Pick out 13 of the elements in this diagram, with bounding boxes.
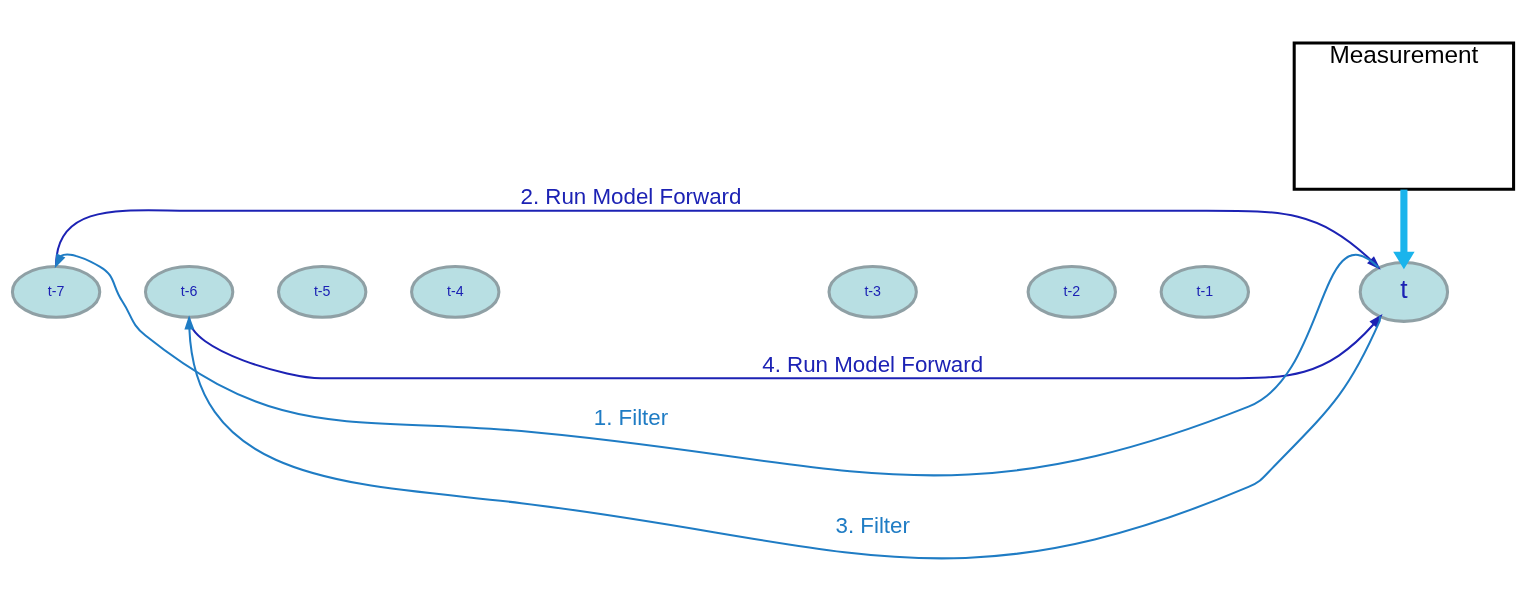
node-ellipse: t-4 [410, 264, 501, 319]
node-ellipse: t-1 [1159, 264, 1251, 319]
node-ellipse: t-6 [143, 264, 235, 319]
edge-label: 4. Run Model Forward [762, 351, 984, 377]
node-ellipse: t-7 [10, 264, 102, 319]
edge-label: 1. Filter [593, 404, 669, 430]
edge-label: 3. Filter [835, 512, 910, 538]
node-ellipse: t-5 [277, 264, 368, 319]
edge-label: 2. Run Model Forward [520, 183, 742, 209]
node-ellipse: t [1358, 260, 1450, 323]
node-ellipse: t-2 [1026, 264, 1117, 319]
node-box: Measurement [1292, 41, 1516, 191]
node-ellipse: t-3 [827, 264, 918, 319]
